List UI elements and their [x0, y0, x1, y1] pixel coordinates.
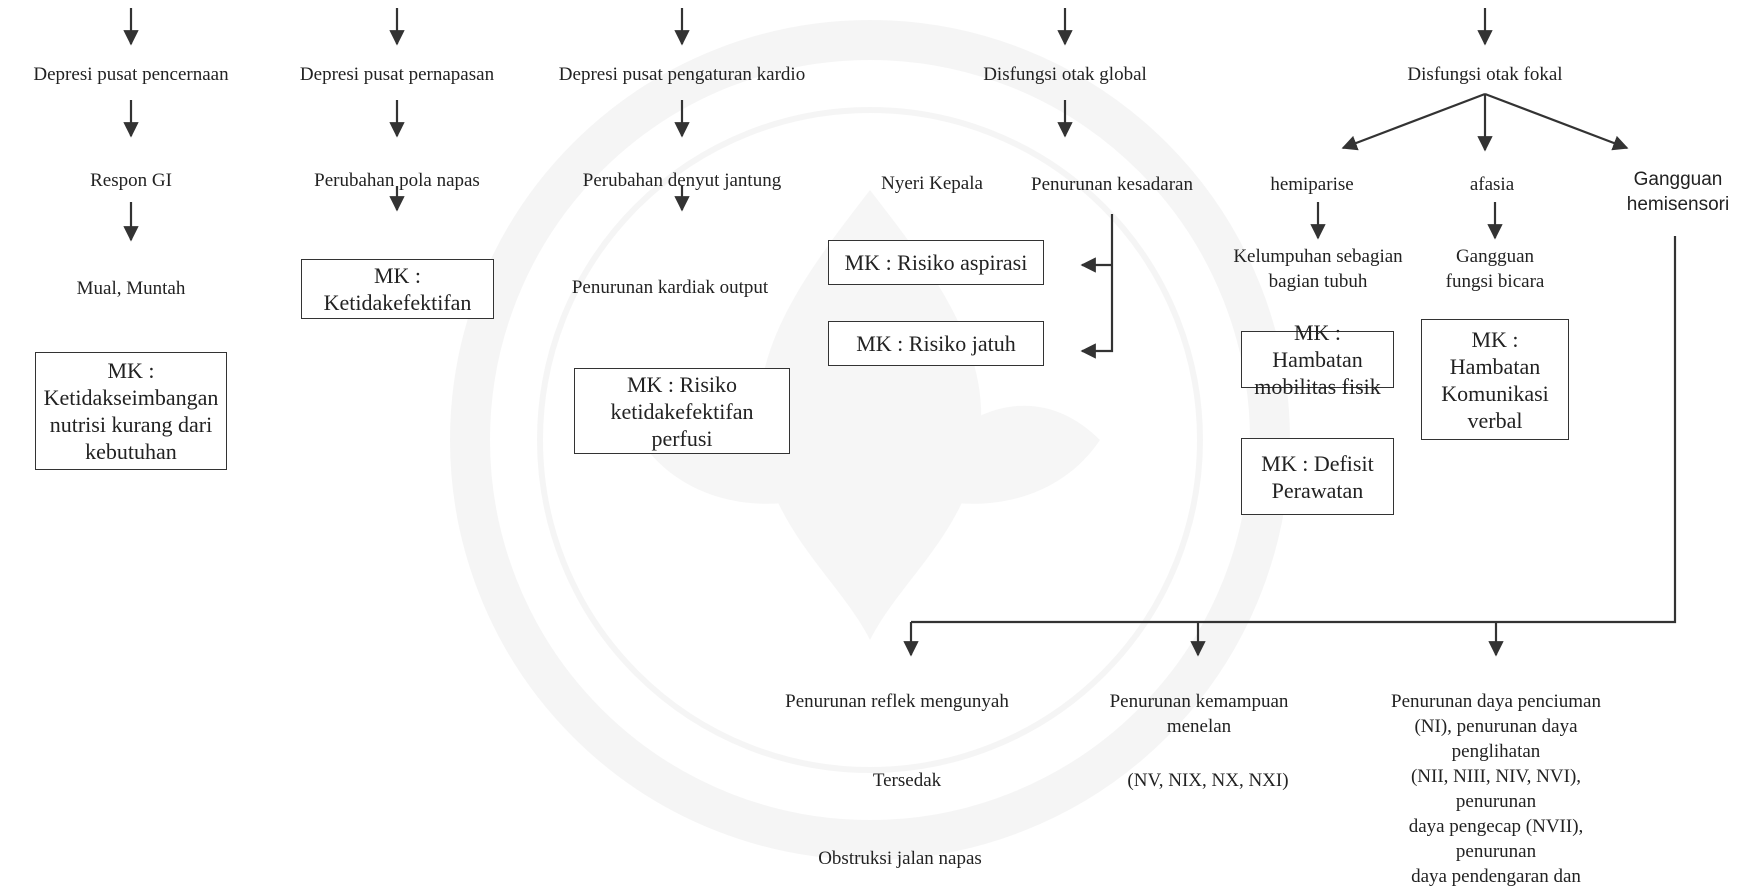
- mk-box-nutrisi: MK : Ketidakseimbangan nutrisi kurang da…: [35, 352, 227, 470]
- mk-box-perawatan: MK : Defisit Perawatan: [1241, 438, 1394, 515]
- mk-box-mobilitas: MK : Hambatan mobilitas fisik: [1241, 320, 1394, 399]
- node-kelumpuhan: Kelumpuhan sebagian bagian tubuh: [1233, 246, 1403, 292]
- node-perubahan-denyut: Perubahan denyut jantung: [582, 170, 782, 191]
- node-mual-muntah: Mual, Muntah: [76, 278, 186, 299]
- node-depresi-pencernaan: Depresi pusat pencernaan: [33, 64, 229, 85]
- node-depresi-pernapasan: Depresi pusat pernapasan: [299, 64, 495, 85]
- arrow-fokal-hemisensori: [1484, 92, 1629, 151]
- mk-box-komunikasi: MK : Hambatan Komunikasi verbal: [1421, 319, 1569, 440]
- arrow-fokal-hemiparise: [1341, 92, 1486, 151]
- mk-box-ketidakefektifan: MK : Ketidakefektifan: [301, 259, 494, 319]
- node-perubahan-pola-napas: Perubahan pola napas: [314, 170, 480, 191]
- connector-lines: [123, 8, 1677, 657]
- node-disfungsi-global: Disfungsi otak global: [983, 64, 1147, 85]
- node-hemiparise: hemiparise: [1270, 174, 1354, 195]
- mk-box-aspirasi: MK : Risiko aspirasi: [828, 240, 1044, 285]
- node-penurunan-kardiak: Penurunan kardiak output: [571, 277, 769, 298]
- mk-box-perfusi: MK : Risiko ketidakefektifan perfusi: [574, 368, 790, 454]
- node-penurunan-daya: Penurunan daya penciuman (NI), penurunan…: [1391, 691, 1601, 887]
- node-afasia: afasia: [1469, 174, 1515, 195]
- node-gangguan-hemisensori: Gangguan hemisensori: [1626, 169, 1730, 215]
- hemisensori-trunk: [911, 236, 1677, 624]
- mk-box-jatuh: MK : Risiko jatuh: [828, 321, 1044, 366]
- node-gangguan-bicara: Gangguan fungsi bicara: [1445, 246, 1545, 292]
- node-respon-gi: Respon GI: [90, 170, 172, 191]
- flow-diagram: Depresi pusat pencernaan Respon GI Mual,…: [33, 8, 1730, 887]
- node-nyeri-kepala: Nyeri Kepala: [881, 173, 983, 194]
- node-obstruksi: Obstruksi jalan napas: [818, 848, 982, 869]
- node-penurunan-kesadaran: Penurunan kesadaran: [1031, 174, 1193, 195]
- node-tersedak: Tersedak: [872, 770, 942, 791]
- node-depresi-kardio: Depresi pusat pengaturan kardio: [558, 64, 806, 85]
- node-nervus-list: (NV, NIX, NX, NXI): [1127, 770, 1289, 791]
- node-disfungsi-fokal: Disfungsi otak fokal: [1407, 64, 1563, 85]
- bracket-kesadaran: [1080, 214, 1114, 359]
- node-penurunan-menelan: Penurunan kemampuan menelan: [1109, 691, 1289, 737]
- node-penurunan-refleks: Penurunan reflek mengunyah: [785, 691, 1009, 712]
